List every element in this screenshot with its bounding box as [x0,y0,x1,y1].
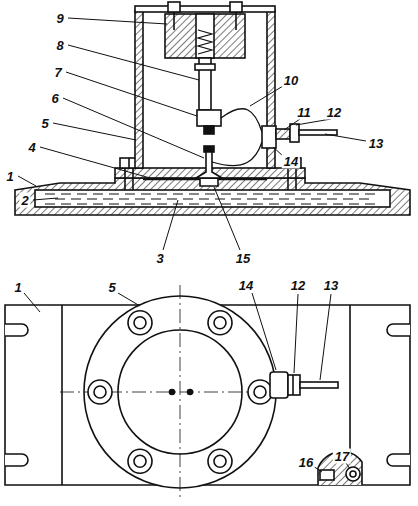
bolt-hole [134,455,146,467]
bolt-head [128,311,152,335]
callout-number: 5 [106,280,117,295]
callout-number: 1 [12,280,23,295]
callout-number: 12 [289,278,307,293]
callout-number: 13 [367,136,385,151]
callout-number: 7 [52,65,63,80]
bolt-head [88,380,112,404]
callout-number: 9 [54,11,65,26]
bolt-head [208,311,232,335]
callout-number: 10 [282,73,300,88]
bolt-head [208,449,232,473]
bolt-hole [214,455,226,467]
callout-number: 8 [54,38,65,53]
callout-number: 4 [26,140,37,155]
bolt-hole [134,317,146,329]
bolt-hole [254,386,266,398]
callout-number: 2 [19,193,30,208]
callout-number: 17 [333,449,351,464]
bolt-hole [214,317,226,329]
callout-number: 1 [4,169,15,184]
callout-number: 14 [237,278,255,293]
bolt-head [128,449,152,473]
callout-number: 16 [297,455,315,470]
callout-number: 6 [49,91,60,106]
callout-number: 5 [39,116,50,131]
callout-number: 11 [295,105,313,120]
callout-number: 15 [234,251,252,266]
callout-number: 3 [154,251,165,266]
bolt-head [248,380,272,404]
callout-number: 14 [282,154,300,169]
callout-number: 13 [322,278,340,293]
bolt-hole [94,386,106,398]
callout-number: 12 [325,105,343,120]
